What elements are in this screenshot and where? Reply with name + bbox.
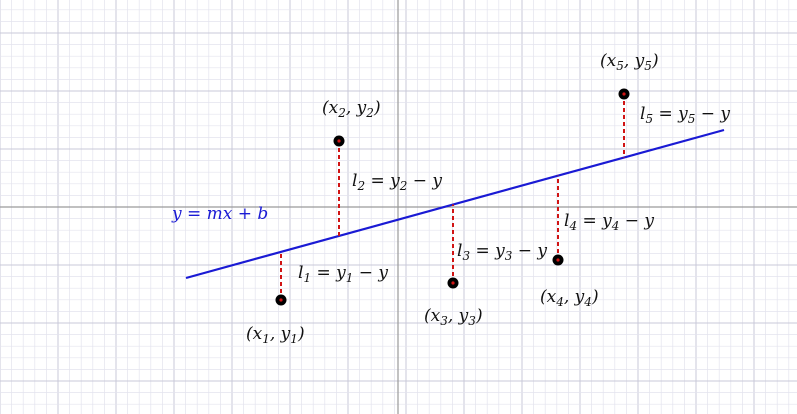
residual-label: l1 = y1 − y [298, 263, 388, 285]
residuals [280, 94, 625, 300]
point-label: (x1, y1) [246, 324, 305, 346]
residual-labels: l1 = y1 − y l2 = y2 − y l3 = y3 − y l4 = y4… [298, 104, 730, 285]
data-point-center [279, 298, 283, 302]
point-labels: (x1, y1) (x2, y2) (x3, y3) (x4, y4) (x5, y5) [246, 51, 659, 346]
point-label: (x3, y3) [424, 306, 483, 328]
point-label: (x2, y2) [322, 98, 381, 120]
data-point-center [622, 92, 626, 96]
data-point-center [337, 139, 341, 143]
residual-label: l4 = y4 − y [564, 211, 654, 233]
point-label: (x4, y4) [540, 287, 599, 309]
residual-label: l5 = y5 − y [640, 104, 730, 126]
regression-line [185, 128, 725, 280]
residual-label: l2 = y2 − y [352, 171, 442, 193]
data-points [275, 88, 630, 306]
point-label: (x5, y5) [600, 51, 659, 73]
line-equation: y = mx + b [171, 204, 268, 224]
residual-label: l3 = y3 − y [457, 241, 547, 263]
data-point-center [451, 281, 455, 285]
data-point-center [556, 258, 560, 262]
